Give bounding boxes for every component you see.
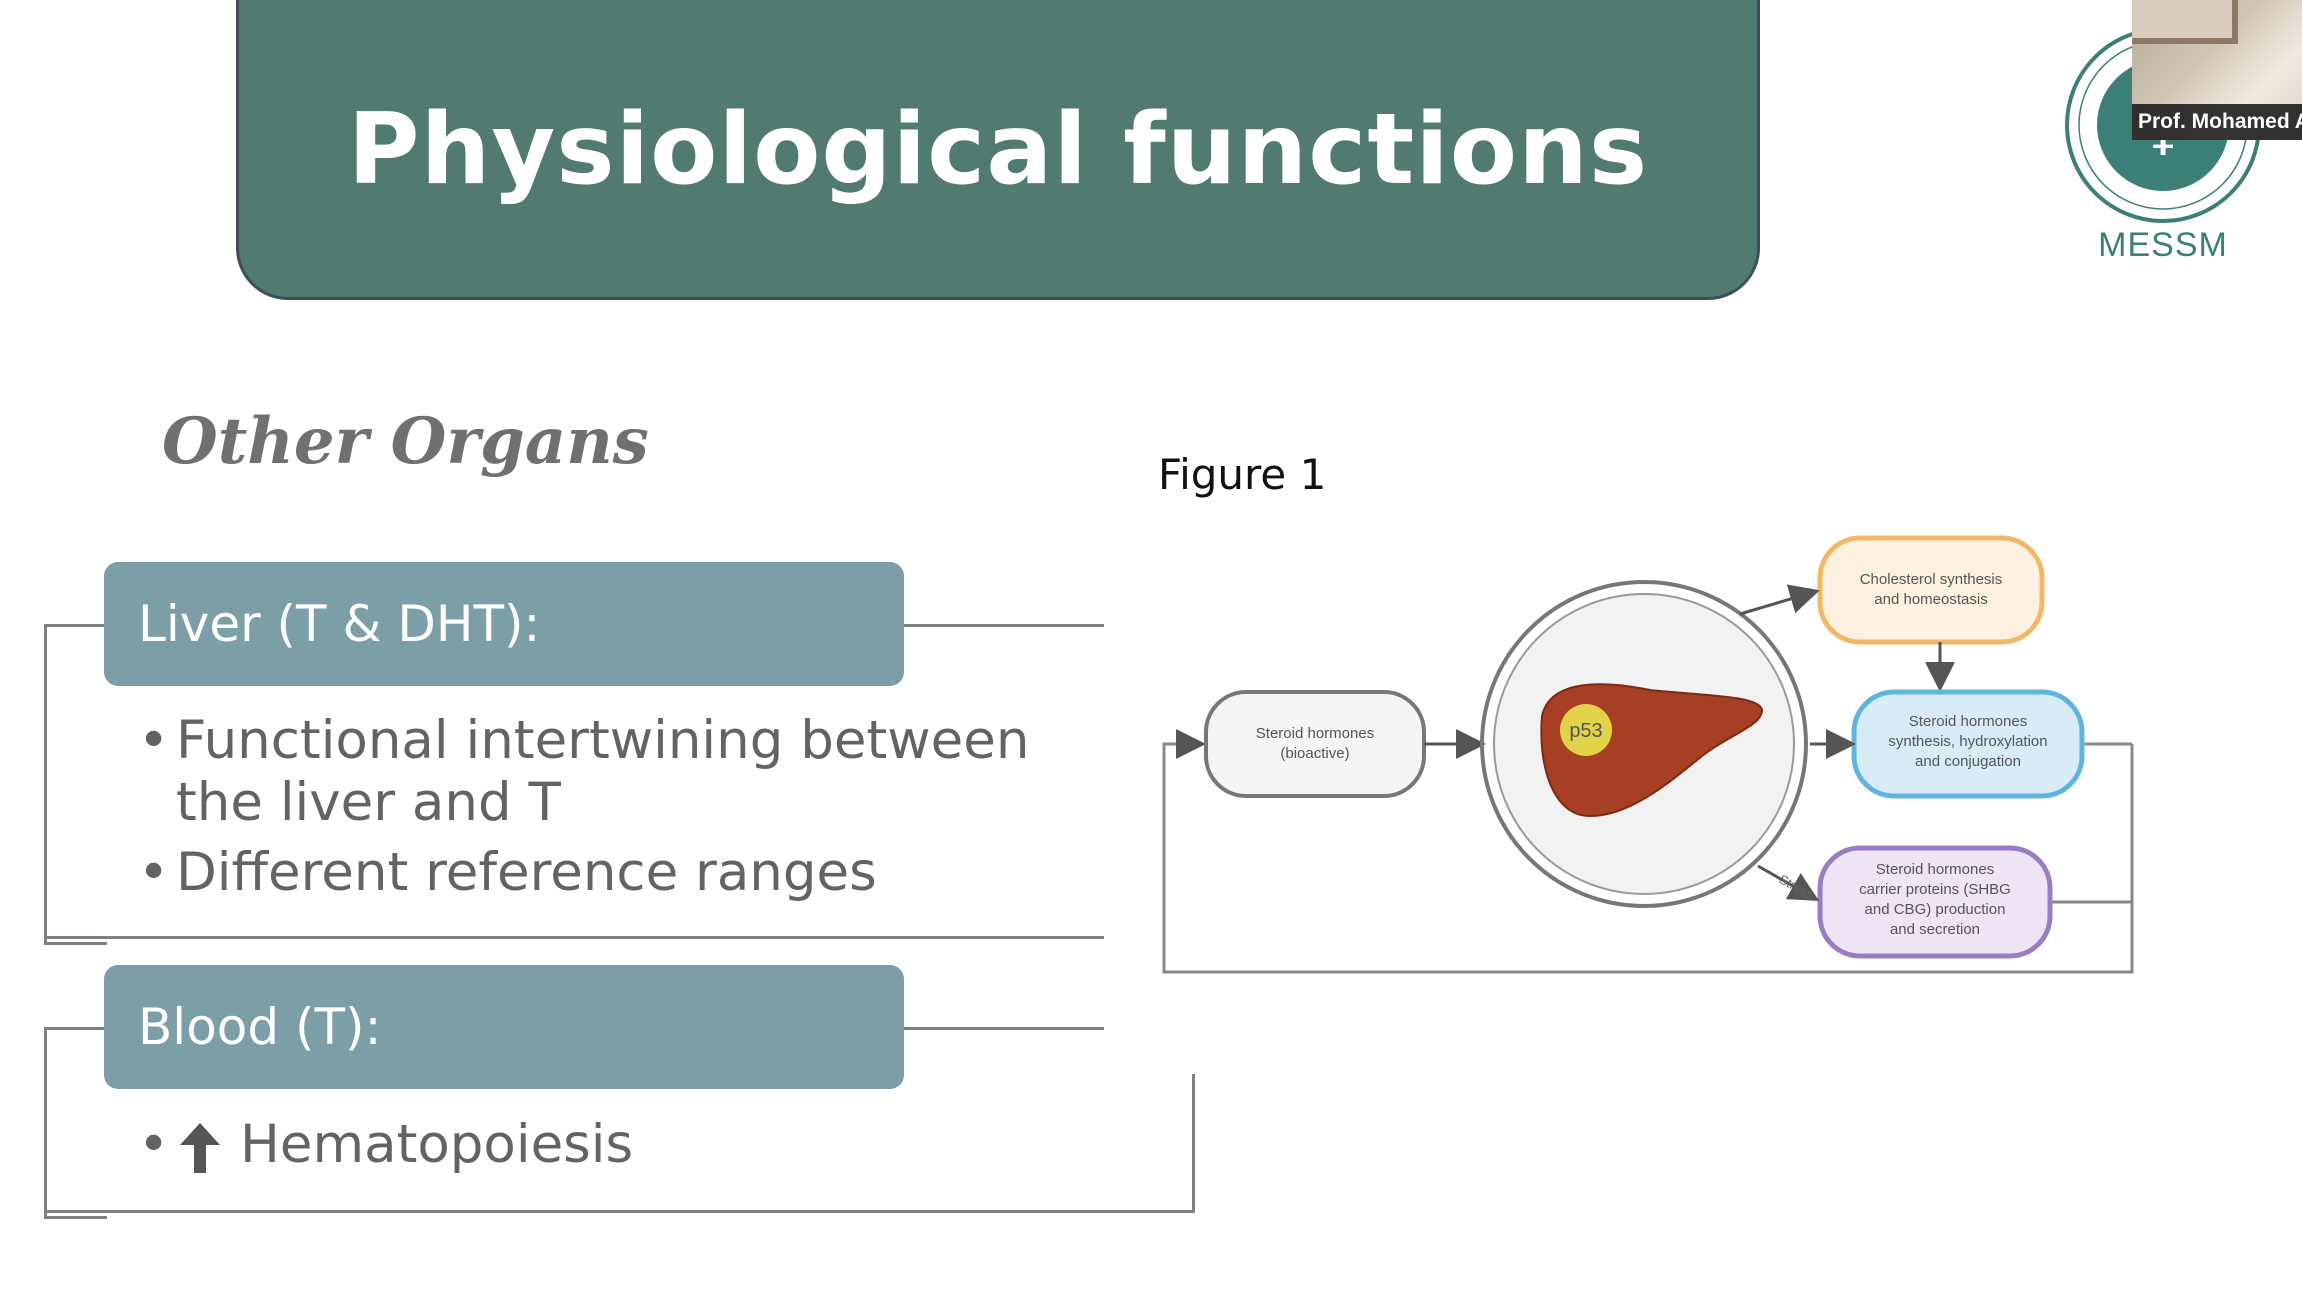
liver-circle-outer bbox=[1480, 580, 1808, 908]
blood-bracket-left bbox=[44, 1027, 107, 1219]
background-picture-frame bbox=[2132, 0, 2238, 44]
liver-to-cholesterol-arrow bbox=[1739, 584, 1820, 616]
up-arrow-icon bbox=[180, 1123, 220, 1174]
p53-badge bbox=[1560, 704, 1612, 756]
liver-to-carrier-arrow bbox=[1757, 864, 1820, 901]
p53-label: p53 bbox=[1569, 720, 1602, 742]
synthesis-node-label: Steroid hormones bbox=[1909, 713, 2027, 730]
list-item: • Different reference ranges bbox=[138, 842, 877, 903]
synthesis-node-label: synthesis, hydroxylation bbox=[1888, 733, 2047, 750]
carrier-node-label: and CBG) production bbox=[1865, 901, 2006, 918]
liver-bracket-bottom bbox=[44, 936, 1104, 939]
input-node-label: (bioactive) bbox=[1280, 745, 1349, 762]
carrier-node-label: carrier proteins (SHBG bbox=[1859, 881, 2011, 898]
input-node bbox=[1204, 690, 1426, 798]
bullet-dot: • bbox=[138, 710, 170, 771]
blood-bracket-bottom bbox=[44, 1210, 1194, 1213]
synthesis-node-label: and conjugation bbox=[1915, 753, 2021, 770]
blood-header: Blood (T): bbox=[104, 965, 904, 1089]
blood-bracket-right-vertical bbox=[1192, 1074, 1195, 1213]
carrier-node-label: and secretion bbox=[1890, 921, 1980, 938]
bullet-dot: • bbox=[138, 1114, 170, 1175]
slide-title: Physiological functions bbox=[347, 93, 1649, 207]
stress-label: Stress bbox=[1777, 871, 1817, 902]
liver-steroid-diagram: Steroid hormones (bioactive) p53 Cholest… bbox=[1162, 535, 2134, 974]
list-item: • Functional intertwining between the li… bbox=[138, 710, 1030, 833]
section-subtitle: Other Organs bbox=[162, 404, 649, 479]
figure-title: Figure 1 bbox=[1158, 450, 1327, 499]
bullet-dot: • bbox=[138, 842, 170, 903]
liver-header: Liver (T & DHT): bbox=[104, 562, 904, 686]
feedback-loop-line bbox=[1162, 729, 2134, 974]
liver-bracket-right bbox=[904, 624, 1104, 627]
carrier-node bbox=[1817, 845, 2053, 959]
cholesterol-node bbox=[1817, 535, 2045, 645]
cholesterol-node-label: and homeostasis bbox=[1874, 591, 1987, 608]
liver-bullet-list: • Functional intertwining between the li… bbox=[138, 710, 1078, 912]
blood-bracket-right-top bbox=[904, 1027, 1104, 1030]
video-thumbnail[interactable]: Prof. Mohamed A bbox=[2132, 0, 2302, 140]
cholesterol-node-label: Cholesterol synthesis bbox=[1860, 571, 2003, 588]
list-item: • Hematopoiesis bbox=[138, 1114, 634, 1175]
logo-text: MESSM bbox=[2098, 226, 2228, 264]
carrier-node-label: Steroid hormones bbox=[1876, 861, 1994, 878]
liver-bracket-left bbox=[44, 624, 107, 945]
blood-bullet-list: • Hematopoiesis bbox=[138, 1114, 1038, 1184]
title-banner: Physiological functions bbox=[236, 0, 1760, 300]
presenter-name-label: Prof. Mohamed A bbox=[2132, 104, 2302, 140]
input-node-label: Steroid hormones bbox=[1256, 725, 1374, 742]
